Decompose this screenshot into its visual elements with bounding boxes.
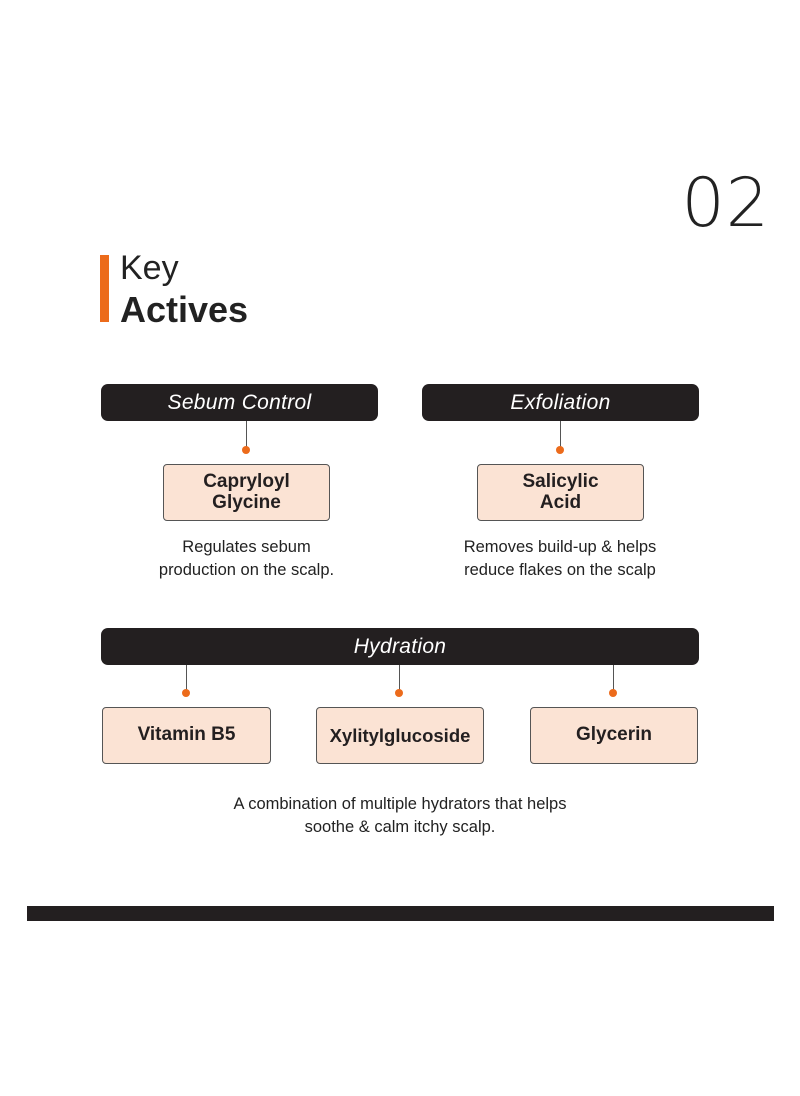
bottom-divider-bar	[27, 906, 774, 921]
description-line: reduce flakes on the scalp	[464, 561, 656, 580]
title-actives: Actives	[120, 289, 249, 330]
description-line: soothe & calm itchy scalp.	[304, 818, 496, 837]
active-salicylic-acid: Salicylic Acid	[477, 464, 644, 521]
active-capryloyl-glycine: Capryloyl Glycine	[163, 464, 330, 521]
connector-line	[186, 665, 187, 692]
title-accent-bar	[100, 255, 109, 322]
connector-dot	[609, 689, 617, 697]
description-line: production on the scalp.	[158, 561, 335, 580]
connector-dot	[242, 446, 250, 454]
category-hydration: Hydration	[101, 628, 699, 665]
connector-dot	[395, 689, 403, 697]
category-exfoliation: Exfoliation	[422, 384, 699, 421]
connector-line	[560, 421, 561, 449]
connector-dot	[556, 446, 564, 454]
active-xylitylglucoside: Xylitylglucoside	[316, 707, 484, 764]
connector-dot	[182, 689, 190, 697]
description-line: Removes build-up & helps	[463, 538, 657, 556]
description-hydration: A combination of multiple hydrators that…	[150, 793, 650, 839]
description-line: Regulates sebum	[182, 538, 311, 556]
connector-line	[246, 421, 247, 449]
connector-line	[613, 665, 614, 692]
page-number: 02	[681, 164, 770, 243]
connector-line	[399, 665, 400, 692]
category-sebum-control: Sebum Control	[101, 384, 378, 421]
title-key: Key	[120, 249, 179, 287]
description-line: A combination of multiple hydrators that…	[233, 795, 567, 813]
description-sebum-control: Regulates sebum production on the scalp.	[101, 536, 392, 582]
description-exfoliation: Removes build-up & helps reduce flakes o…	[410, 536, 710, 582]
active-vitamin-b5: Vitamin B5	[102, 707, 271, 764]
active-glycerin: Glycerin	[530, 707, 698, 764]
